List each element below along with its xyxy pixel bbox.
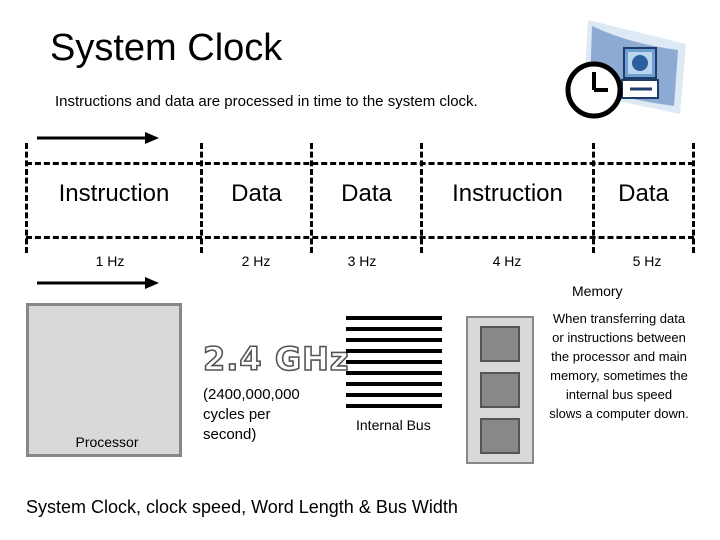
hz-label-3: 3 Hz [347,253,377,269]
timeline-divider [25,143,28,253]
timeline-divider [692,143,695,253]
page-title: System Clock [50,27,283,69]
internal-bus-lines [346,316,442,408]
processor-label: Processor [75,434,139,450]
timeline-bottom-border [26,236,694,239]
timeline-divider [200,143,203,253]
timeline-top-border [26,162,694,165]
memory-label: Memory [572,283,623,299]
cycle-instruction-1: Instruction [58,180,170,207]
footer-caption: System Clock, clock speed, Word Length &… [26,497,458,517]
clock-speed: 2.4 GHz [202,339,350,379]
cycle-data-1: Data [231,180,282,207]
internal-bus-label: Internal Bus [356,417,431,433]
processor-block [26,303,182,457]
timeline-divider [420,143,423,253]
memory-chip [480,372,520,408]
page-subtitle: Instructions and data are processed in t… [55,93,478,110]
memory-module [466,316,534,464]
cycle-data-2: Data [341,180,392,207]
timeline-divider [592,143,595,253]
memory-chip [480,418,520,454]
arrow-right-icon [37,132,159,144]
memory-note: When transferring data or instructions b… [549,311,689,421]
cycle-instruction-2: Instruction [452,180,563,207]
hz-label-2: 2 Hz [241,253,271,269]
clock-computer-icon [565,20,686,119]
hz-label-4: 4 Hz [492,253,522,269]
timeline-divider [310,143,313,253]
memory-chip [480,326,520,362]
hz-label-1: 1 Hz [95,253,125,269]
arrow-right-icon [37,277,159,289]
hz-label-5: 5 Hz [632,253,662,269]
cycles-per-second: (2400,000,000 cycles per second) [203,386,300,443]
cycle-data-3: Data [618,180,669,207]
